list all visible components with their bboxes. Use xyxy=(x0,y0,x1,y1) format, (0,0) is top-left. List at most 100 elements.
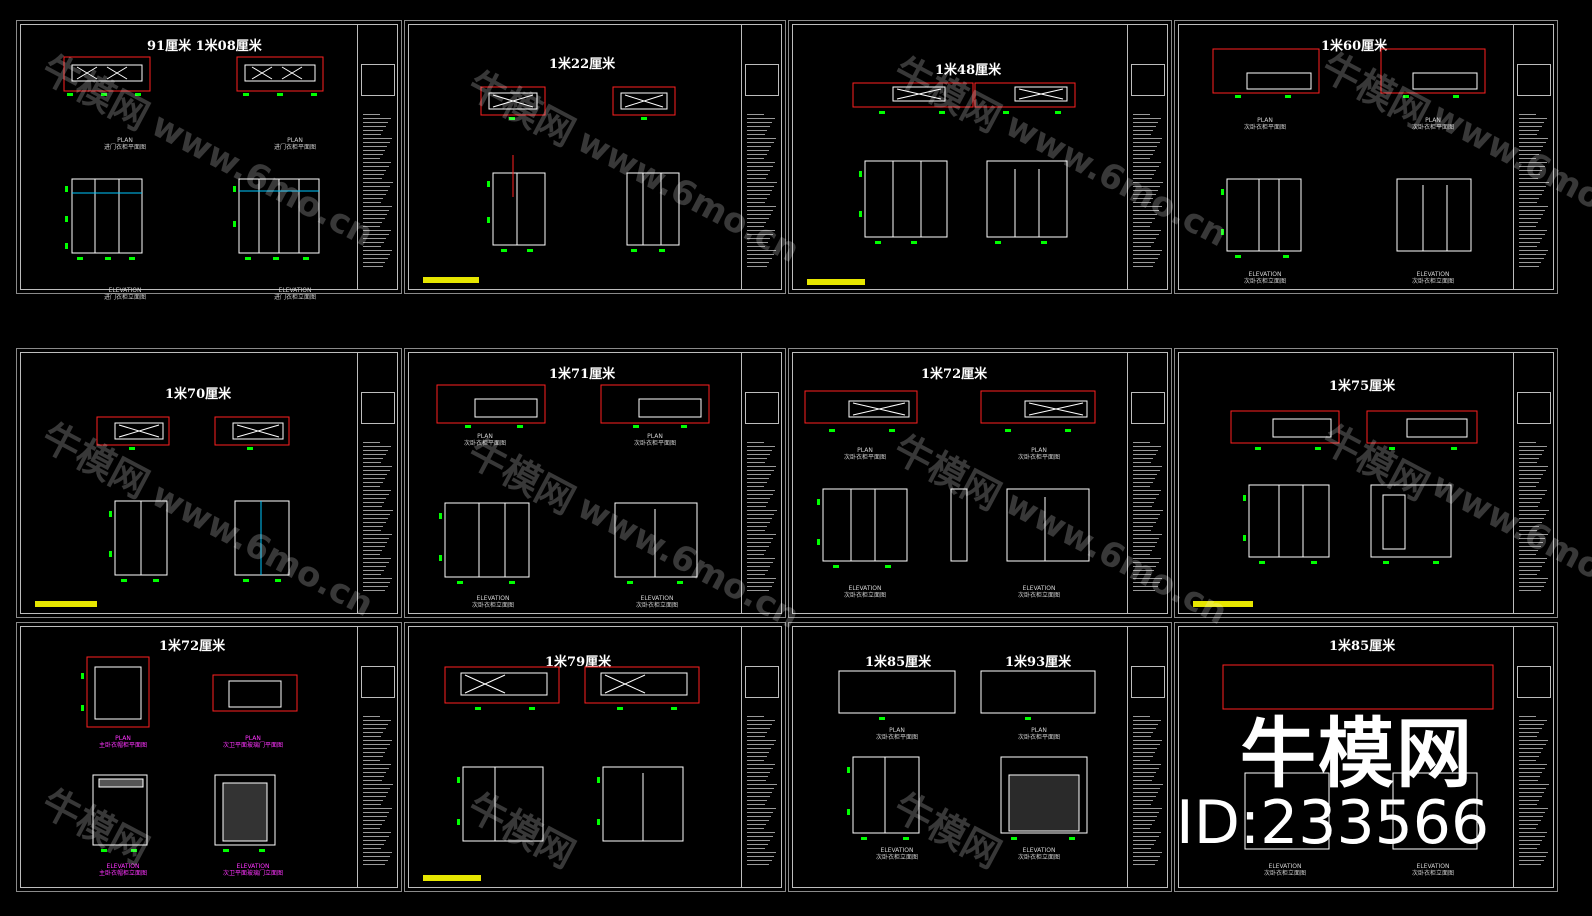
title-block-logo xyxy=(745,392,779,424)
title-block xyxy=(1513,352,1554,614)
title-block-text xyxy=(747,716,777,868)
sheet-title: 1米75厘米 xyxy=(1329,379,1396,394)
cad-drawing xyxy=(838,670,1096,840)
sheet-border xyxy=(1178,626,1554,888)
title-block-logo xyxy=(745,64,779,96)
title-block-logo xyxy=(1517,666,1551,698)
cad-drawing xyxy=(1222,664,1494,850)
cad-drawing xyxy=(480,86,680,252)
sheet-title: 1米22厘米 xyxy=(549,57,616,72)
drawing-sheet-3[interactable]: 1米48厘米 xyxy=(788,20,1172,294)
drawing-sheet-8[interactable]: 1米75厘米 xyxy=(1174,348,1558,618)
scale-note xyxy=(807,279,865,285)
title-block-logo xyxy=(1131,64,1165,96)
scale-note xyxy=(423,277,479,283)
cad-drawing xyxy=(804,390,1096,568)
cad-drawing xyxy=(81,656,298,852)
title-block xyxy=(1127,352,1168,614)
title-block xyxy=(1513,626,1554,888)
sheet-border xyxy=(792,24,1168,290)
title-block-text xyxy=(1519,716,1549,868)
asset-id-label: ID:233566 xyxy=(1176,788,1490,858)
cad-drawing xyxy=(63,56,324,260)
drawing-sheet-2[interactable]: 1米22厘米 xyxy=(404,20,786,294)
plan-view-1 xyxy=(63,56,324,92)
title-block xyxy=(741,352,782,614)
title-block-text xyxy=(1133,114,1163,270)
title-block-logo xyxy=(745,666,779,698)
scale-note xyxy=(423,875,481,881)
sheet-title: 1米48厘米 xyxy=(935,63,1002,78)
sheet-border xyxy=(408,24,782,290)
drawing-sheet-5[interactable]: 1米70厘米 xyxy=(16,348,402,618)
sheet-border xyxy=(792,352,1168,614)
cad-drawing xyxy=(96,416,290,582)
sheet-border xyxy=(408,626,782,888)
cad-drawing xyxy=(444,666,700,842)
title-block xyxy=(741,24,782,290)
sheet-title: 91厘米 1米08厘米 xyxy=(147,39,262,54)
sheet-title-2: 1米93厘米 xyxy=(1005,655,1072,670)
title-block xyxy=(1127,24,1168,290)
title-block xyxy=(357,24,398,290)
sheet-title: 1米70厘米 xyxy=(165,387,232,402)
cad-drawing xyxy=(436,384,710,584)
title-block xyxy=(357,352,398,614)
title-block-logo xyxy=(361,392,395,424)
title-block-text xyxy=(1133,442,1163,594)
sheet-title: 1米85厘米 xyxy=(865,655,932,670)
drawing-sheet-10[interactable]: 1米79厘米 xyxy=(404,622,786,892)
sheet-border xyxy=(408,352,782,614)
sheet-border xyxy=(20,24,398,290)
title-block-text xyxy=(363,716,393,868)
title-block-logo xyxy=(361,64,395,96)
sheet-title: 1米72厘米 xyxy=(921,367,988,382)
title-block xyxy=(1127,626,1168,888)
sheet-border xyxy=(1178,352,1554,614)
title-block xyxy=(1513,24,1554,290)
elevation-view-1 xyxy=(71,178,320,254)
brand-logo-text: 牛模网 xyxy=(1240,709,1474,798)
title-block-logo xyxy=(1517,392,1551,424)
cad-drawing xyxy=(1212,48,1486,258)
cad-drawing xyxy=(1230,410,1478,564)
title-block-logo xyxy=(1517,64,1551,96)
sheet-title: 1米79厘米 xyxy=(545,655,612,670)
title-block xyxy=(357,626,398,888)
title-block-text xyxy=(1519,114,1549,270)
scale-note xyxy=(1193,601,1253,607)
title-block-logo xyxy=(1131,666,1165,698)
title-block-text xyxy=(1133,716,1163,868)
sheet-border xyxy=(20,352,398,614)
title-block-text xyxy=(363,442,393,594)
title-block-text xyxy=(1519,442,1549,594)
title-block-logo xyxy=(1131,392,1165,424)
